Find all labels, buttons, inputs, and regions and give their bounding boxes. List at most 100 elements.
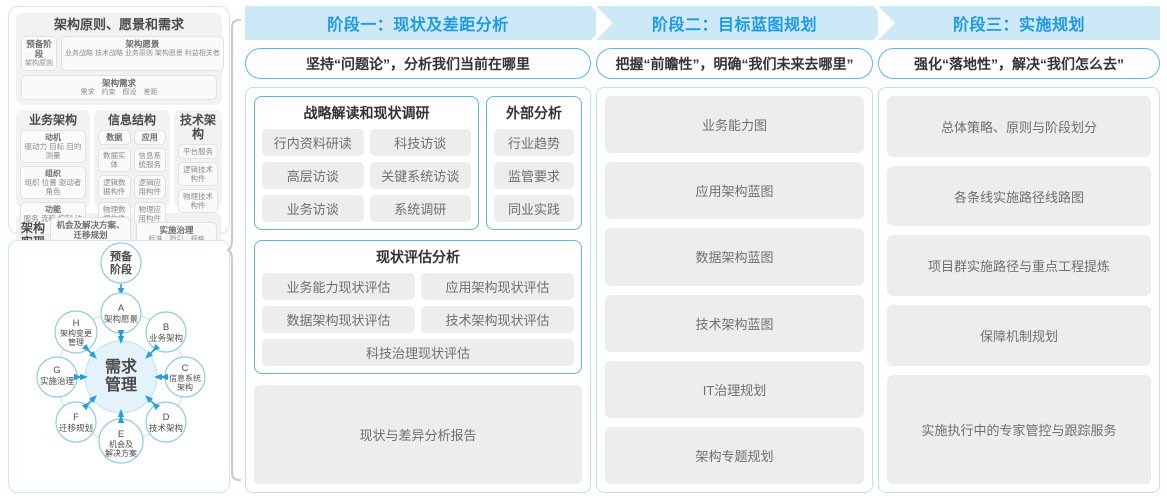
application-subcolumn: 应用 信息系统服务 逻辑应用构件 物理应用构件 [133, 130, 166, 226]
list-item[interactable]: 业务能力图 [605, 96, 864, 154]
list-item[interactable]: IT治理规划 [605, 360, 864, 418]
platform-service-cell: 平台服务 [178, 144, 218, 159]
information-structure-column: 信息结构 数据 数据实体 逻辑数据构件 物理数据构件 应用 信息系统服务 逻辑应… [94, 110, 170, 226]
svg-text:D: D [163, 412, 170, 423]
external-analysis-card: 外部分析 行业趋势 监管要求 同业实践 [486, 96, 582, 230]
motivation-cell: 动机驱动力 目标 目的 测量 [20, 130, 86, 163]
svg-text:架构愿景: 架构愿景 [104, 314, 138, 324]
adm-cycle-panel: 需求 管理 预备 阶段 A 架构愿景 B 业务架构 C [8, 240, 230, 493]
phase-1-column: 阶段一：现状及差距分析 坚持“问题论”，分析我们当前在哪里 战略解读和现状调研 … [245, 6, 608, 493]
data-subcolumn: 数据 数据实体 逻辑数据构件 物理数据构件 [98, 130, 131, 226]
chip-item[interactable]: 技术架构现状评估 [421, 306, 574, 333]
architecture-requirements-cell: 架构需求 需求 约束 假设 差距 [21, 75, 217, 100]
phase-2-subtitle: 把握“前瞻性”，明确“我们未来去哪里” [596, 48, 873, 79]
chip-item[interactable]: 行业趋势 [494, 129, 574, 156]
information-system-service-cell: 信息系统服务 [133, 148, 166, 172]
logical-data-component-cell: 逻辑数据构件 [98, 175, 131, 199]
list-item[interactable]: 技术架构蓝图 [605, 294, 864, 352]
chip-item[interactable]: 数据架构现状评估 [262, 306, 415, 333]
svg-text:阶段: 阶段 [110, 262, 132, 276]
svg-text:需求: 需求 [105, 357, 138, 376]
svg-text:信息系统: 信息系统 [169, 373, 201, 383]
phase-3-item-list: 总体策略、原则与阶段划分 各条线实施路径线路图 项目群实施路径与重点工程提炼 保… [887, 96, 1151, 485]
phase-3-column: 阶段三：实施规划 强化“落地性”，解决“我们怎么去” 总体策略、原则与阶段划分 … [878, 6, 1160, 493]
svg-text:预备: 预备 [110, 249, 133, 263]
chip-item[interactable]: 系统调研 [369, 195, 471, 222]
architecture-principles-group: 架构原则、愿景和需求 预备阶段 架构原则 架构愿景 业务战略 技术战略 业务原则… [16, 13, 224, 105]
chip-item[interactable]: 关键系统访谈 [369, 162, 471, 189]
svg-text:G: G [53, 365, 60, 376]
phase-2-body: 业务能力图 应用架构蓝图 数据架构蓝图 技术架构蓝图 IT治理规划 架构专题规划 [596, 87, 873, 493]
chip-item[interactable]: 行内资料研读 [262, 129, 364, 156]
grouping-bracket [226, 18, 242, 482]
svg-text:业务架构: 业务架构 [149, 333, 183, 343]
svg-text:H: H [73, 318, 80, 329]
external-analysis-chip-grid: 行业趋势 监管要求 同业实践 [494, 129, 574, 222]
phase-3-banner: 阶段三：实施规划 [878, 6, 1160, 40]
svg-text:迁移规划: 迁移规划 [59, 423, 93, 433]
list-item[interactable]: 保障机制规划 [887, 305, 1151, 366]
architecture-vision-cell: 架构愿景 业务战略 技术战略 业务原则 架构愿景 利益相关者 [61, 36, 224, 71]
data-entity-cell: 数据实体 [98, 148, 131, 172]
physical-technology-component-cell: 物理技术构件 [178, 189, 218, 213]
svg-text:C: C [182, 363, 189, 374]
togaf-header-title: 架构原则、愿景和需求 [53, 17, 184, 32]
list-item[interactable]: 实施执行中的专家管控与跟踪服务 [887, 374, 1151, 485]
svg-text:管理: 管理 [105, 375, 137, 394]
svg-text:架构: 架构 [177, 382, 193, 392]
application-head-cell: 应用 [133, 130, 166, 145]
gap-analysis-report-chip[interactable]: 现状与差异分析报告 [254, 385, 582, 484]
phase-1-subtitle: 坚持“问题论”，分析我们当前在哪里 [245, 48, 591, 79]
chip-item-wide[interactable]: 科技治理现状评估 [262, 339, 574, 366]
chip-item[interactable]: 同业实践 [494, 195, 574, 222]
svg-text:F: F [73, 412, 79, 423]
list-item[interactable]: 数据架构蓝图 [605, 228, 864, 286]
left-column: 架构原则、愿景和需求 预备阶段 架构原则 架构愿景 业务战略 技术战略 业务原则… [8, 6, 230, 493]
data-head-cell: 数据 [98, 130, 131, 145]
list-item[interactable]: 项目群实施路径与重点工程提炼 [887, 235, 1151, 297]
phase-3-subtitle: 强化“落地性”，解决“我们怎么去” [878, 48, 1160, 79]
current-state-assessment-title: 现状评估分析 [376, 249, 460, 265]
phase-3-banner-text: 阶段三：实施规划 [952, 17, 1085, 34]
phase-1-body: 战略解读和现状调研 行内资料研读 科技访谈 高层访谈 关键系统访谈 业务访谈 系… [245, 87, 591, 493]
list-item[interactable]: 应用架构蓝图 [605, 162, 864, 220]
phase-2-item-list: 业务能力图 应用架构蓝图 数据架构蓝图 技术架构蓝图 IT治理规划 架构专题规划 [605, 96, 864, 485]
svg-text:B: B [163, 322, 169, 333]
strategy-research-title: 战略解读和现状调研 [303, 105, 430, 121]
svg-text:技术架构: 技术架构 [149, 423, 183, 433]
organization-cell: 组织组织 位置 驱动者 角色 [20, 166, 86, 199]
logical-technology-component-cell: 逻辑技术构件 [178, 162, 218, 186]
current-state-assessment-card: 现状评估分析 业务能力现状评估 应用架构现状评估 数据架构现状评估 技术架构现状… [254, 240, 582, 374]
business-architecture-column: 业务架构 动机驱动力 目标 目的 测量 组织组织 位置 驱动者 角色 功能服务 … [16, 110, 90, 235]
svg-text:架构变更: 架构变更 [60, 328, 92, 338]
phase-1-banner: 阶段一：现状及差距分析 [245, 6, 608, 40]
strategy-research-card: 战略解读和现状调研 行内资料研读 科技访谈 高层访谈 关键系统访谈 业务访谈 系… [254, 96, 479, 230]
chip-item[interactable]: 高层访谈 [262, 162, 364, 189]
list-item[interactable]: 各条线实施路径线路图 [887, 165, 1151, 227]
chip-item[interactable]: 科技访谈 [369, 129, 471, 156]
chip-item[interactable]: 业务能力现状评估 [262, 273, 415, 300]
adm-cycle-diagram: 需求 管理 预备 阶段 A 架构愿景 B 业务架构 C [36, 242, 206, 464]
svg-text:A: A [118, 303, 125, 314]
phase-1-top-row: 战略解读和现状调研 行内资料研读 科技访谈 高层访谈 关键系统访谈 业务访谈 系… [254, 96, 582, 230]
chip-item[interactable]: 应用架构现状评估 [421, 273, 574, 300]
svg-text:实施治理: 实施治理 [40, 376, 75, 386]
chip-item[interactable]: 监管要求 [494, 162, 574, 189]
strategy-research-chip-grid: 行内资料研读 科技访谈 高层访谈 关键系统访谈 业务访谈 系统调研 [262, 129, 471, 222]
architecture-domains-row: 业务架构 动机驱动力 目标 目的 测量 组织组织 位置 驱动者 角色 功能服务 … [16, 110, 222, 235]
chip-item[interactable]: 业务访谈 [262, 195, 364, 222]
phase-1-banner-text: 阶段一：现状及差距分析 [327, 17, 509, 34]
svg-text:机会及: 机会及 [109, 439, 133, 449]
svg-text:解决方案: 解决方案 [105, 448, 137, 458]
list-item[interactable]: 总体策略、原则与阶段划分 [887, 96, 1151, 157]
phase-2-banner-text: 阶段二：目标蓝图规划 [651, 17, 817, 34]
phase-2-banner: 阶段二：目标蓝图规划 [596, 6, 890, 40]
list-item[interactable]: 架构专题规划 [605, 426, 864, 485]
logical-application-component-cell: 逻辑应用构件 [133, 175, 166, 199]
assessment-chip-grid: 业务能力现状评估 应用架构现状评估 数据架构现状评估 技术架构现状评估 [262, 273, 574, 333]
togaf-content-framework-panel: 架构原则、愿景和需求 预备阶段 架构原则 架构愿景 业务战略 技术战略 业务原则… [8, 6, 230, 256]
phase-3-body: 总体策略、原则与阶段划分 各条线实施路径线路图 项目群实施路径与重点工程提炼 保… [878, 87, 1160, 493]
external-analysis-title: 外部分析 [506, 105, 562, 121]
svg-text:管理: 管理 [68, 337, 84, 347]
